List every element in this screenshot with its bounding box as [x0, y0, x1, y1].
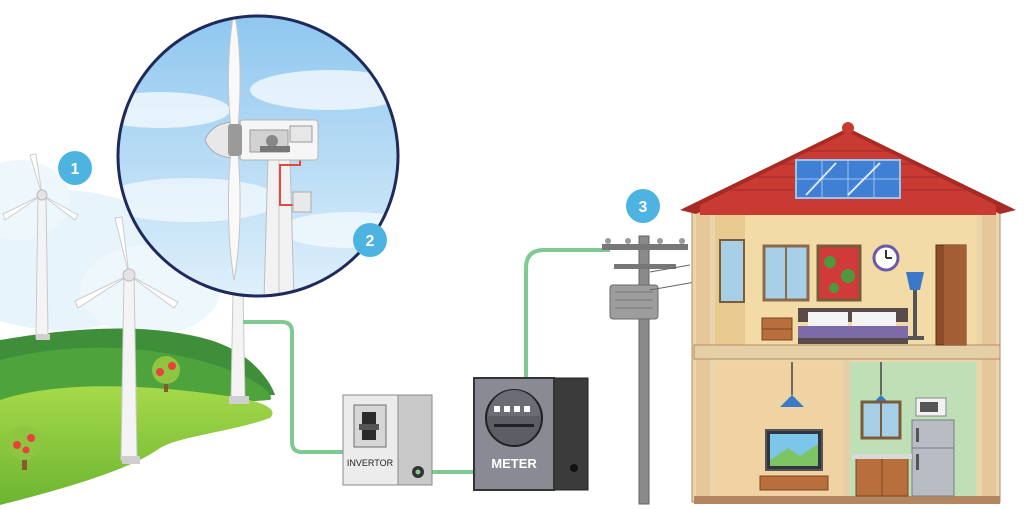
inverter-box: INVERTOR — [342, 394, 433, 486]
marker-3: 3 — [626, 189, 660, 223]
tree-icon — [152, 356, 180, 392]
marker-2: 2 — [353, 223, 387, 257]
power-cables — [243, 248, 610, 474]
inverter-label: INVERTOR — [347, 458, 394, 468]
marker-2-number: 2 — [366, 233, 375, 250]
meter-label: METER — [491, 456, 537, 471]
utility-pole — [602, 235, 696, 505]
electric-meter: METER — [473, 377, 589, 491]
house — [680, 122, 1016, 504]
marker-1: 1 — [58, 151, 92, 185]
marker-3-number: 3 — [639, 199, 648, 216]
marker-1-number: 1 — [71, 161, 80, 178]
wind-turbine-icon — [2, 153, 79, 340]
wind-turbine-icon — [74, 216, 179, 464]
tree-icon — [7, 426, 41, 470]
lamp-icon — [906, 272, 924, 290]
